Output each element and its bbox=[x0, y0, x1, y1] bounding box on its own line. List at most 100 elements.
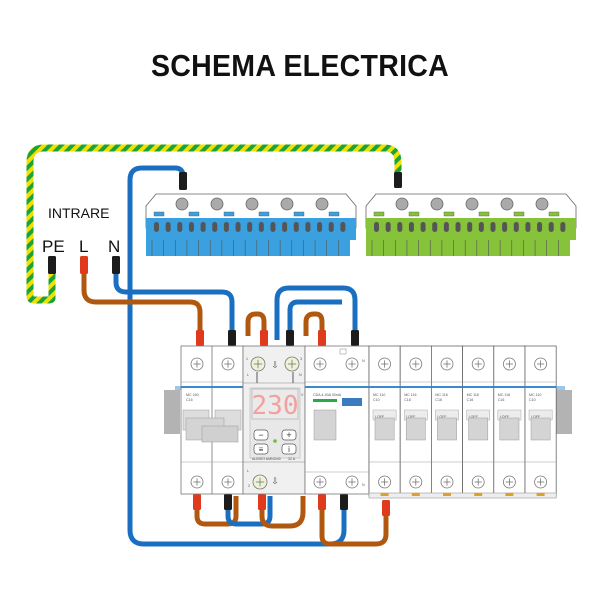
comb-pin bbox=[411, 493, 420, 496]
bus-bar-screw[interactable] bbox=[280, 197, 294, 211]
mcb-label-1: MC 110 bbox=[529, 393, 541, 397]
rcd-test-button[interactable] bbox=[342, 398, 362, 406]
bus-bar-hole bbox=[212, 222, 218, 232]
screw-terminal[interactable] bbox=[221, 357, 235, 371]
mcb-switch-text: I OFF bbox=[500, 415, 510, 419]
mcb-label-1: MC 110 bbox=[373, 393, 385, 397]
menu-icon: ≡ bbox=[259, 445, 264, 454]
bus-bar-clip bbox=[443, 211, 455, 217]
bus-bar-hole bbox=[374, 222, 379, 232]
n-input-ferrule bbox=[112, 256, 120, 274]
bottom-phase-jumper-1 bbox=[194, 496, 239, 527]
terminal-n-label: N bbox=[108, 237, 120, 256]
screw-terminal[interactable] bbox=[313, 475, 327, 489]
screw-terminal[interactable] bbox=[284, 356, 300, 372]
pe-input-ferrule bbox=[48, 256, 56, 274]
relay-info-button[interactable] bbox=[281, 443, 297, 455]
relay-minus-button[interactable] bbox=[253, 429, 269, 441]
bus-bar-screw[interactable] bbox=[245, 197, 259, 211]
terminal-3-label: 3 bbox=[300, 357, 302, 361]
screw-terminal[interactable] bbox=[250, 356, 266, 372]
screw-terminal[interactable] bbox=[345, 357, 359, 371]
ferrule bbox=[258, 494, 266, 510]
bus-bar-hole bbox=[188, 222, 194, 232]
screw-terminal[interactable] bbox=[345, 475, 359, 489]
screw-terminal[interactable] bbox=[221, 475, 235, 489]
screw-terminal[interactable] bbox=[440, 357, 454, 371]
terminal-2-label: 2 bbox=[248, 484, 250, 488]
screw-terminal[interactable] bbox=[409, 475, 423, 489]
screw-terminal[interactable] bbox=[378, 475, 392, 489]
rcd-toggle[interactable] bbox=[313, 409, 337, 441]
bottom-phase-jumper-3 bbox=[319, 500, 389, 547]
screw-terminal[interactable] bbox=[409, 357, 423, 371]
bus-bar-hole bbox=[443, 222, 449, 232]
bus-bar-hole bbox=[317, 222, 323, 232]
screw-terminal[interactable] bbox=[313, 357, 327, 371]
screw-terminal[interactable] bbox=[471, 357, 485, 371]
mcb-toggle[interactable] bbox=[374, 417, 395, 441]
relay-plus-button[interactable] bbox=[281, 429, 297, 441]
mcb-brand-strip bbox=[400, 386, 432, 388]
ferrule bbox=[196, 330, 204, 346]
main-breaker-label-1: MC 240 bbox=[186, 393, 199, 397]
mcb-toggle[interactable] bbox=[530, 417, 551, 441]
comb-pin bbox=[505, 493, 514, 496]
bus-bar-screw[interactable] bbox=[210, 197, 224, 211]
mcb-switch-text: I OFF bbox=[531, 415, 541, 419]
bus-bar-screw[interactable] bbox=[500, 197, 514, 211]
rcd-n-top-label: N bbox=[362, 359, 365, 363]
screw-terminal[interactable] bbox=[471, 475, 485, 489]
mcb-toggle[interactable] bbox=[405, 417, 426, 441]
mcb-toggle[interactable] bbox=[468, 417, 489, 441]
screw-terminal[interactable] bbox=[502, 475, 516, 489]
ferrule bbox=[351, 330, 359, 346]
l-input-ferrule bbox=[80, 256, 88, 274]
screw-terminal[interactable] bbox=[534, 357, 547, 371]
comb-busbar bbox=[368, 492, 557, 499]
bus-bar-clip bbox=[373, 211, 385, 217]
mcb-toggle[interactable] bbox=[499, 417, 520, 441]
bus-bar-hole bbox=[525, 222, 531, 232]
bus-bar-hole bbox=[502, 222, 508, 232]
bus-bar-hole bbox=[305, 222, 311, 232]
screw-terminal[interactable] bbox=[190, 475, 204, 489]
comb-pin bbox=[474, 493, 483, 496]
bus-bar-screw[interactable] bbox=[175, 197, 189, 211]
bus-bar-hole bbox=[293, 222, 299, 232]
rcd: CDA 4-40A 30mA N N bbox=[304, 345, 370, 495]
bus-bar-clip bbox=[258, 211, 270, 217]
bottom-phase-jumper-2 bbox=[259, 496, 306, 529]
screw-terminal[interactable] bbox=[502, 357, 516, 371]
ferrule bbox=[340, 494, 348, 510]
bus-bar-screw[interactable] bbox=[430, 197, 444, 211]
mcb-brand-strip bbox=[369, 386, 401, 388]
screw-terminal[interactable] bbox=[252, 474, 268, 490]
bus-bar-hole bbox=[177, 222, 183, 232]
bus-bar-hole bbox=[537, 222, 543, 232]
screw-terminal[interactable] bbox=[378, 357, 392, 371]
bus-bar-screw[interactable] bbox=[395, 197, 409, 211]
mcb-brand-strip bbox=[431, 386, 463, 388]
bus-bar-screw[interactable] bbox=[465, 197, 479, 211]
screw-terminal[interactable] bbox=[440, 475, 454, 489]
mcb-label-2: C16 bbox=[404, 398, 411, 402]
screw-terminal[interactable] bbox=[190, 357, 204, 371]
relay-menu-button[interactable] bbox=[253, 443, 269, 455]
comb-pin bbox=[443, 493, 451, 496]
top-neutral-jumper-inner bbox=[287, 299, 342, 336]
mcb-switch-text: I OFF bbox=[375, 415, 385, 419]
info-icon: i bbox=[288, 445, 290, 454]
mcb-brand-strip bbox=[525, 386, 557, 388]
screw-terminal[interactable] bbox=[534, 475, 547, 489]
bus-bar-screw[interactable] bbox=[315, 197, 329, 211]
mcb-switch-text: I OFF bbox=[437, 415, 447, 419]
ferrule bbox=[286, 330, 294, 346]
mcb-toggle[interactable] bbox=[437, 417, 457, 441]
bus-bar-screw[interactable] bbox=[535, 197, 549, 211]
ferrule bbox=[224, 494, 232, 510]
mcb-switch-text: I OFF bbox=[406, 415, 416, 419]
bus-bar-hole bbox=[560, 222, 566, 232]
din-rail-left bbox=[164, 390, 180, 434]
